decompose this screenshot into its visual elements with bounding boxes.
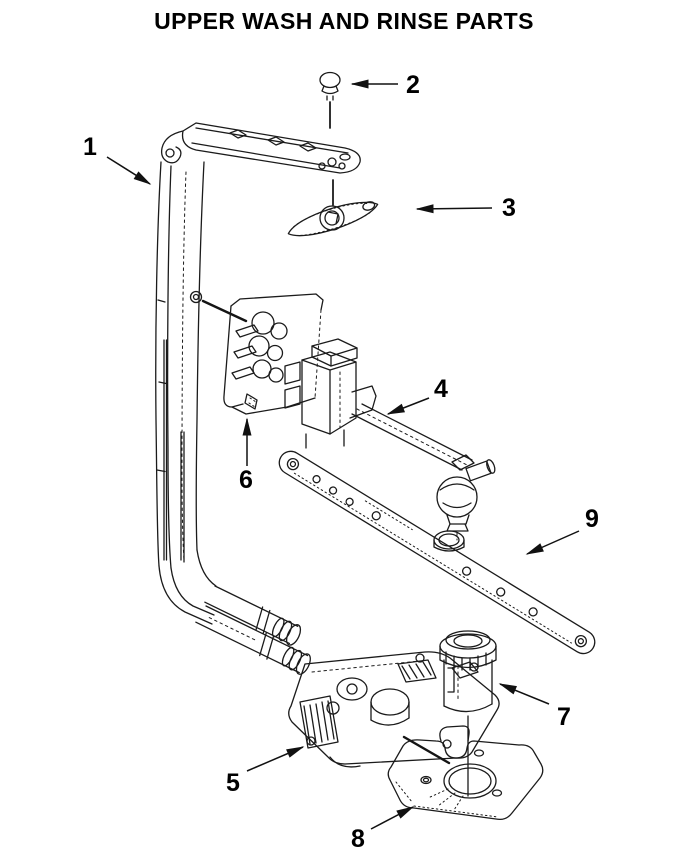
callout-8-label: 8 [351,825,365,853]
callout-6-label: 6 [239,466,253,494]
callout-labels: 1 2 3 4 5 6 7 8 9 [83,71,599,853]
callout-4-arrow [386,397,430,415]
cap-part-drawing [319,71,341,129]
callout-7-arrow [498,683,550,705]
callout-1-label: 1 [83,133,97,161]
feed-tube-assembly-drawing [155,122,361,675]
mounting-plate-drawing [387,725,544,821]
clip-bracket-drawing [223,293,324,415]
callout-3-label: 3 [502,194,516,222]
upper-spray-arm-drawing [287,179,379,237]
callout-1-arrow [106,156,152,185]
callout-9-arrow [525,530,580,555]
callout-2-label: 2 [406,71,420,99]
callout-5-arrow [246,746,305,772]
middle-spray-arm-drawing [278,450,596,655]
callout-9-label: 9 [585,505,599,533]
callout-8-arrow [370,806,415,830]
callout-7-label: 7 [557,703,571,731]
callout-5-label: 5 [226,769,240,797]
docking-assembly-drawing [284,338,496,541]
manifold-drawing [288,651,500,768]
callout-arrows [106,79,580,830]
callout-4-label: 4 [434,375,448,403]
diagram-title: UPPER WASH AND RINSE PARTS [154,8,534,34]
callout-3-arrow [415,204,493,214]
